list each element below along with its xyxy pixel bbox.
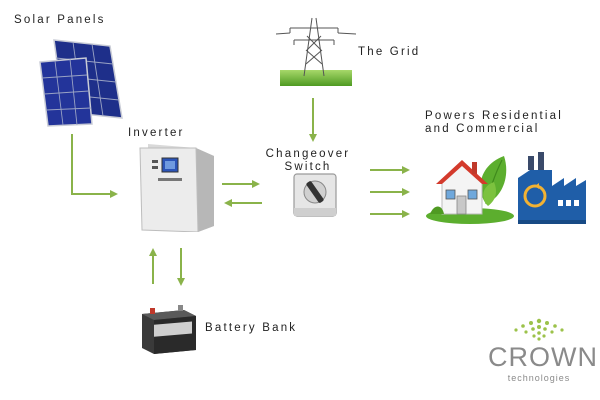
inverter-icon — [139, 144, 214, 232]
solar-panels-icon — [39, 39, 123, 127]
solar-to-inverter-arrow — [71, 134, 118, 198]
switch-knob-icon — [306, 181, 324, 203]
power-pylon-icon — [276, 17, 356, 86]
factory-icon — [518, 152, 586, 224]
the-grid-label: The Grid — [358, 46, 421, 58]
inverter-label: Inverter — [128, 127, 185, 139]
powers-label-line2: and Commercial — [425, 123, 540, 135]
battery-bank-label: Battery Bank — [205, 322, 298, 334]
grass-icon — [280, 70, 352, 86]
brand-name: CROWN — [488, 342, 598, 372]
powers-label: Powers Residential and Commercial — [425, 110, 563, 136]
brand-tagline: technologies — [507, 373, 571, 383]
solar-panels-label: Solar Panels — [14, 14, 106, 26]
changeover-switch-icon — [293, 173, 337, 217]
changeover-label-line2: Switch — [284, 161, 332, 173]
battery-icon — [142, 305, 196, 354]
changeover-switch-label: Changeover Switch — [262, 148, 354, 174]
powers-label-line1: Powers Residential — [425, 110, 564, 122]
house-icon — [426, 156, 514, 224]
solar-panel-front-icon — [39, 57, 93, 127]
changeover-label-line1: Changeover — [265, 148, 351, 160]
crown-logo-icon — [514, 318, 564, 341]
